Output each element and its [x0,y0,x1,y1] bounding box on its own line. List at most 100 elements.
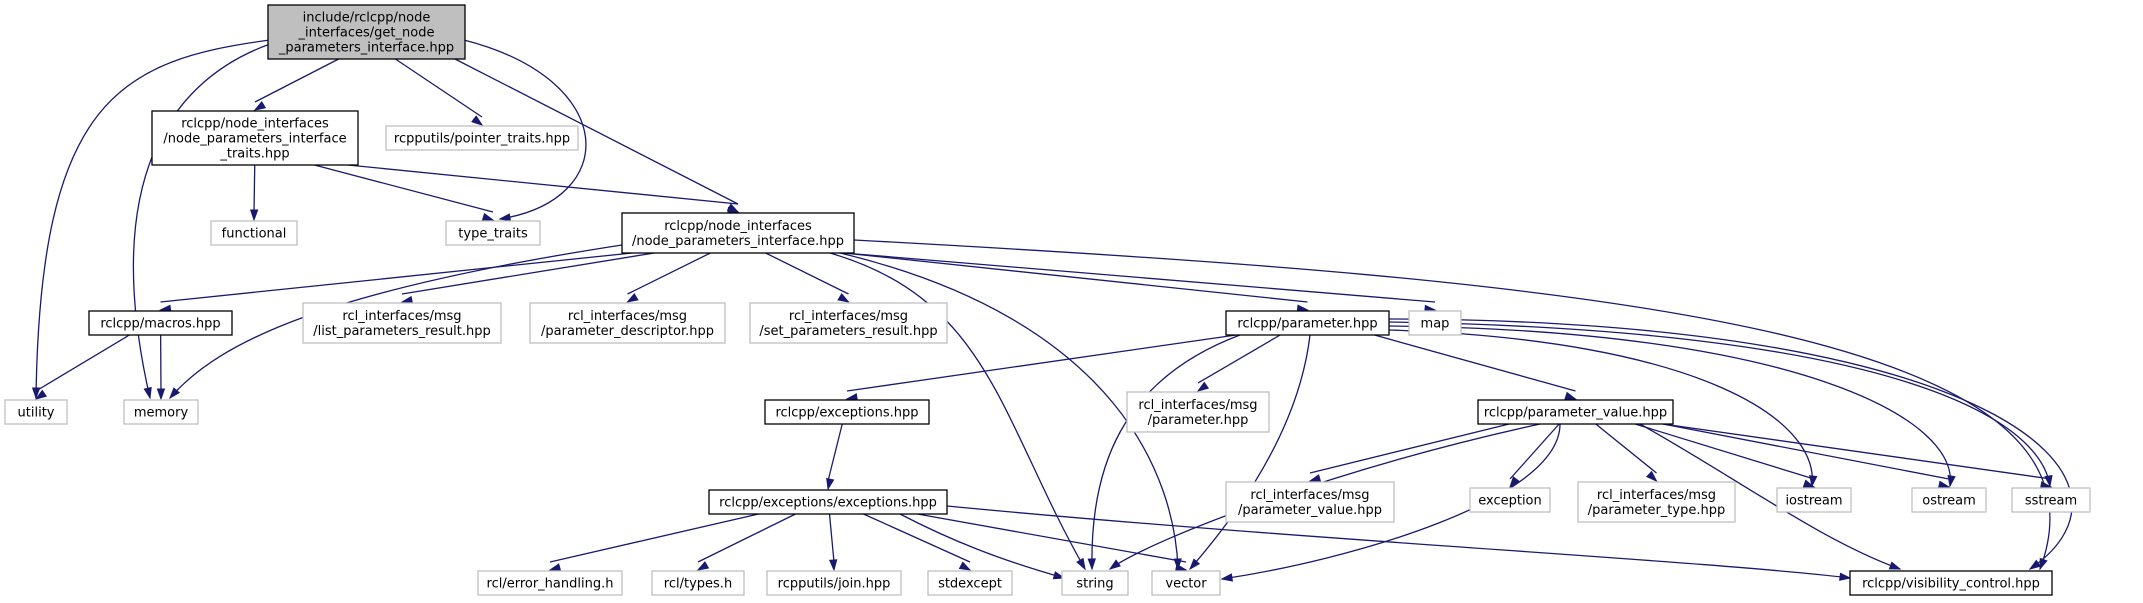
node-box [477,570,623,596]
node-string: string [1061,570,1129,596]
node-box [764,399,930,425]
node-box [1225,310,1390,336]
node-label: ostream [1922,494,1976,509]
node-label: _parameters_interface.hpp [278,41,454,56]
edge-root-to-type-traits [463,39,587,222]
node-label: rcl_interfaces/msg [789,309,908,324]
edge-param-value-to-msg-param-type [1595,423,1658,483]
edge-traits-to-type-traits [314,164,495,221]
edge-parameter-to-ostream [1388,325,1956,488]
edge-param-value-to-exception [1509,423,1560,489]
edge-exc-exc-to-vector [917,513,1188,572]
edge-macros-to-utility [34,334,130,400]
node-label: include/rclcpp/node [303,11,431,26]
node-label: rclcpp/parameter_value.hpp [1484,406,1667,421]
node-label: rclcpp/exceptions.hpp [775,406,918,421]
node-box [88,310,233,336]
node-sstream: sstream [2011,487,2091,513]
node-label: functional [222,227,287,242]
node-box [445,220,541,246]
edge-param-value-to-msg-param-value [1308,423,1510,483]
node-box [385,125,579,151]
node-box [1408,310,1462,336]
node-label: /parameter_type.hpp [1588,503,1725,518]
edge-param-value-to-sstream [1662,423,2053,490]
node-box [1061,570,1129,596]
node-label: rcl_interfaces/msg [1597,488,1716,503]
node-traits[interactable]: rclcpp/node_interfaces/node_parameters_i… [151,110,359,166]
edge-npi-to-param-desc [626,252,711,303]
edge-parameter-to-param-value [1374,334,1577,400]
node-stdexcept: stdexcept [927,570,1013,596]
node-label: /parameter.hpp [1148,413,1249,428]
node-types: rcl/types.h [651,570,745,596]
edge-param-value-to-vector [1220,423,1561,582]
node-label: rclcpp/node_interfaces [181,117,329,132]
edge-npi-to-visibility [853,239,2051,571]
edge-param-value-to-iostream [1634,423,1816,488]
node-label: map [1421,317,1450,332]
node-iostream: iostream [1776,487,1852,513]
node-label: rclcpp/visibility_control.hpp [1862,577,2040,592]
node-label: utility [18,406,55,421]
node-exception: exception [1469,487,1551,513]
node-label: /parameter_descriptor.hpp [541,324,714,339]
node-label: rcpputils/pointer_traits.hpp [394,132,570,147]
node-utility: utility [4,399,68,425]
node-map: map [1408,310,1462,336]
node-label: rclcpp/parameter.hpp [1237,317,1377,332]
edge-parameter-to-visibility [1388,318,2073,570]
node-label: /list_parameters_result.hpp [313,324,491,339]
edge-root-to-utility [31,39,271,400]
node-parameter[interactable]: rclcpp/parameter.hpp [1225,310,1390,336]
node-box [4,399,68,425]
node-box [1477,399,1674,425]
node-msg-param-type: rcl_interfaces/msg/parameter_type.hpp [1577,481,1736,523]
edge-param-value-to-ostream [1662,423,1951,489]
node-box [651,570,745,596]
node-box [927,570,1013,596]
node-label: sstream [2025,494,2077,509]
edge-exc-exc-to-visibility [946,505,1852,581]
node-box [1577,481,1736,523]
edge-exc-exc-to-error-handling [548,513,759,572]
node-box [1469,487,1551,513]
node-root[interactable]: include/rclcpp/node_interfaces/get_node_… [267,4,466,60]
node-label: type_traits [458,227,528,242]
node-param-value[interactable]: rclcpp/parameter_value.hpp [1477,399,1674,425]
node-pointer-traits: rcpputils/pointer_traits.hpp [385,125,579,151]
edge-exc-exc-to-string [899,513,1066,580]
node-label: /set_parameters_result.hpp [759,324,937,339]
node-box [529,302,726,344]
node-label: memory [134,406,189,421]
edge-exc-exc-to-types [696,513,796,571]
node-box [1911,487,1987,513]
edge-npi-to-set-params [765,252,850,303]
edge-root-to-pointer-traits [395,58,484,126]
edge-traits-to-functional [249,164,259,222]
node-label: rclcpp/node_interfaces [664,219,812,234]
node-box [1849,570,2053,596]
node-label: _interfaces/get_node [298,26,435,41]
edge-npi-to-string [829,252,1086,571]
node-label: /node_parameters_interface.hpp [632,234,844,249]
node-label: _traits.hpp [219,147,289,162]
node-box [1126,391,1270,433]
node-box [1151,570,1221,596]
edge-exc-exc-to-stdexcept [863,513,972,571]
node-msg-param: rcl_interfaces/msg/parameter.hpp [1126,391,1270,433]
node-label: rcl_interfaces/msg [342,309,461,324]
node-box [302,302,502,344]
node-visibility[interactable]: rclcpp/visibility_control.hpp [1849,570,2053,596]
edge-parameter-to-sstream [1388,321,2053,488]
node-type-traits: type_traits [445,220,541,246]
node-exc-exc[interactable]: rclcpp/exceptions/exceptions.hpp [708,489,948,515]
node-exceptions[interactable]: rclcpp/exceptions.hpp [764,399,930,425]
node-box [708,489,948,515]
edge-parameter-to-vector [1189,334,1311,571]
node-functional: functional [210,220,298,246]
node-macros[interactable]: rclcpp/macros.hpp [88,310,233,336]
node-box [267,4,466,60]
node-npi[interactable]: rclcpp/node_interfaces/node_parameters_i… [621,212,855,254]
